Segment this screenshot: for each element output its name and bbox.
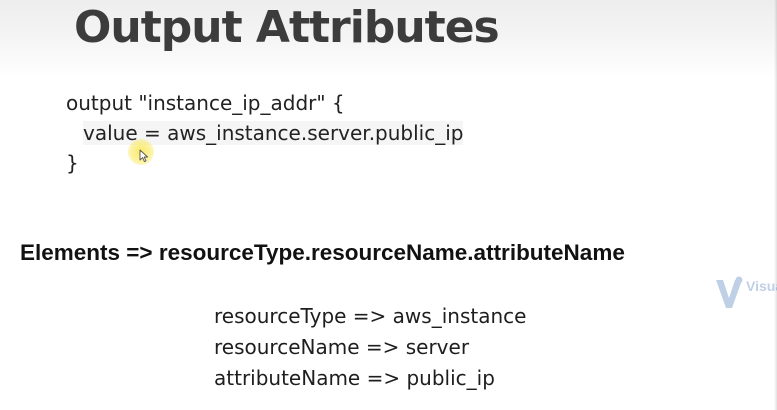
- code-line-text: }: [66, 151, 79, 175]
- mapping-item: resourceType => aws_instance: [214, 304, 527, 328]
- watermark: Visua: [712, 272, 777, 316]
- code-line-text: output "instance_ip_addr" {: [66, 91, 345, 115]
- v-logo-icon: [716, 276, 743, 308]
- mapping-list: resourceType => aws_instance resourceNam…: [214, 301, 526, 394]
- mouse-cursor-icon: [139, 149, 149, 163]
- elements-syntax: Elements => resourceType.resourceName.at…: [20, 240, 625, 265]
- code-line: output "instance_ip_addr" {: [66, 88, 463, 118]
- mapping-item: resourceName => server: [214, 335, 470, 359]
- mapping-item: attributeName => public_ip: [214, 366, 495, 390]
- watermark-text: Visua: [746, 278, 777, 294]
- slide-title: Output Attributes: [74, 2, 500, 53]
- slide-header: Output Attributes: [0, 0, 777, 78]
- code-line: value = aws_instance.server.public_ip: [66, 118, 464, 148]
- code-block: output "instance_ip_addr" { value = aws_…: [66, 88, 464, 178]
- window-edge-shadow: [774, 0, 777, 410]
- code-line: }: [66, 148, 463, 178]
